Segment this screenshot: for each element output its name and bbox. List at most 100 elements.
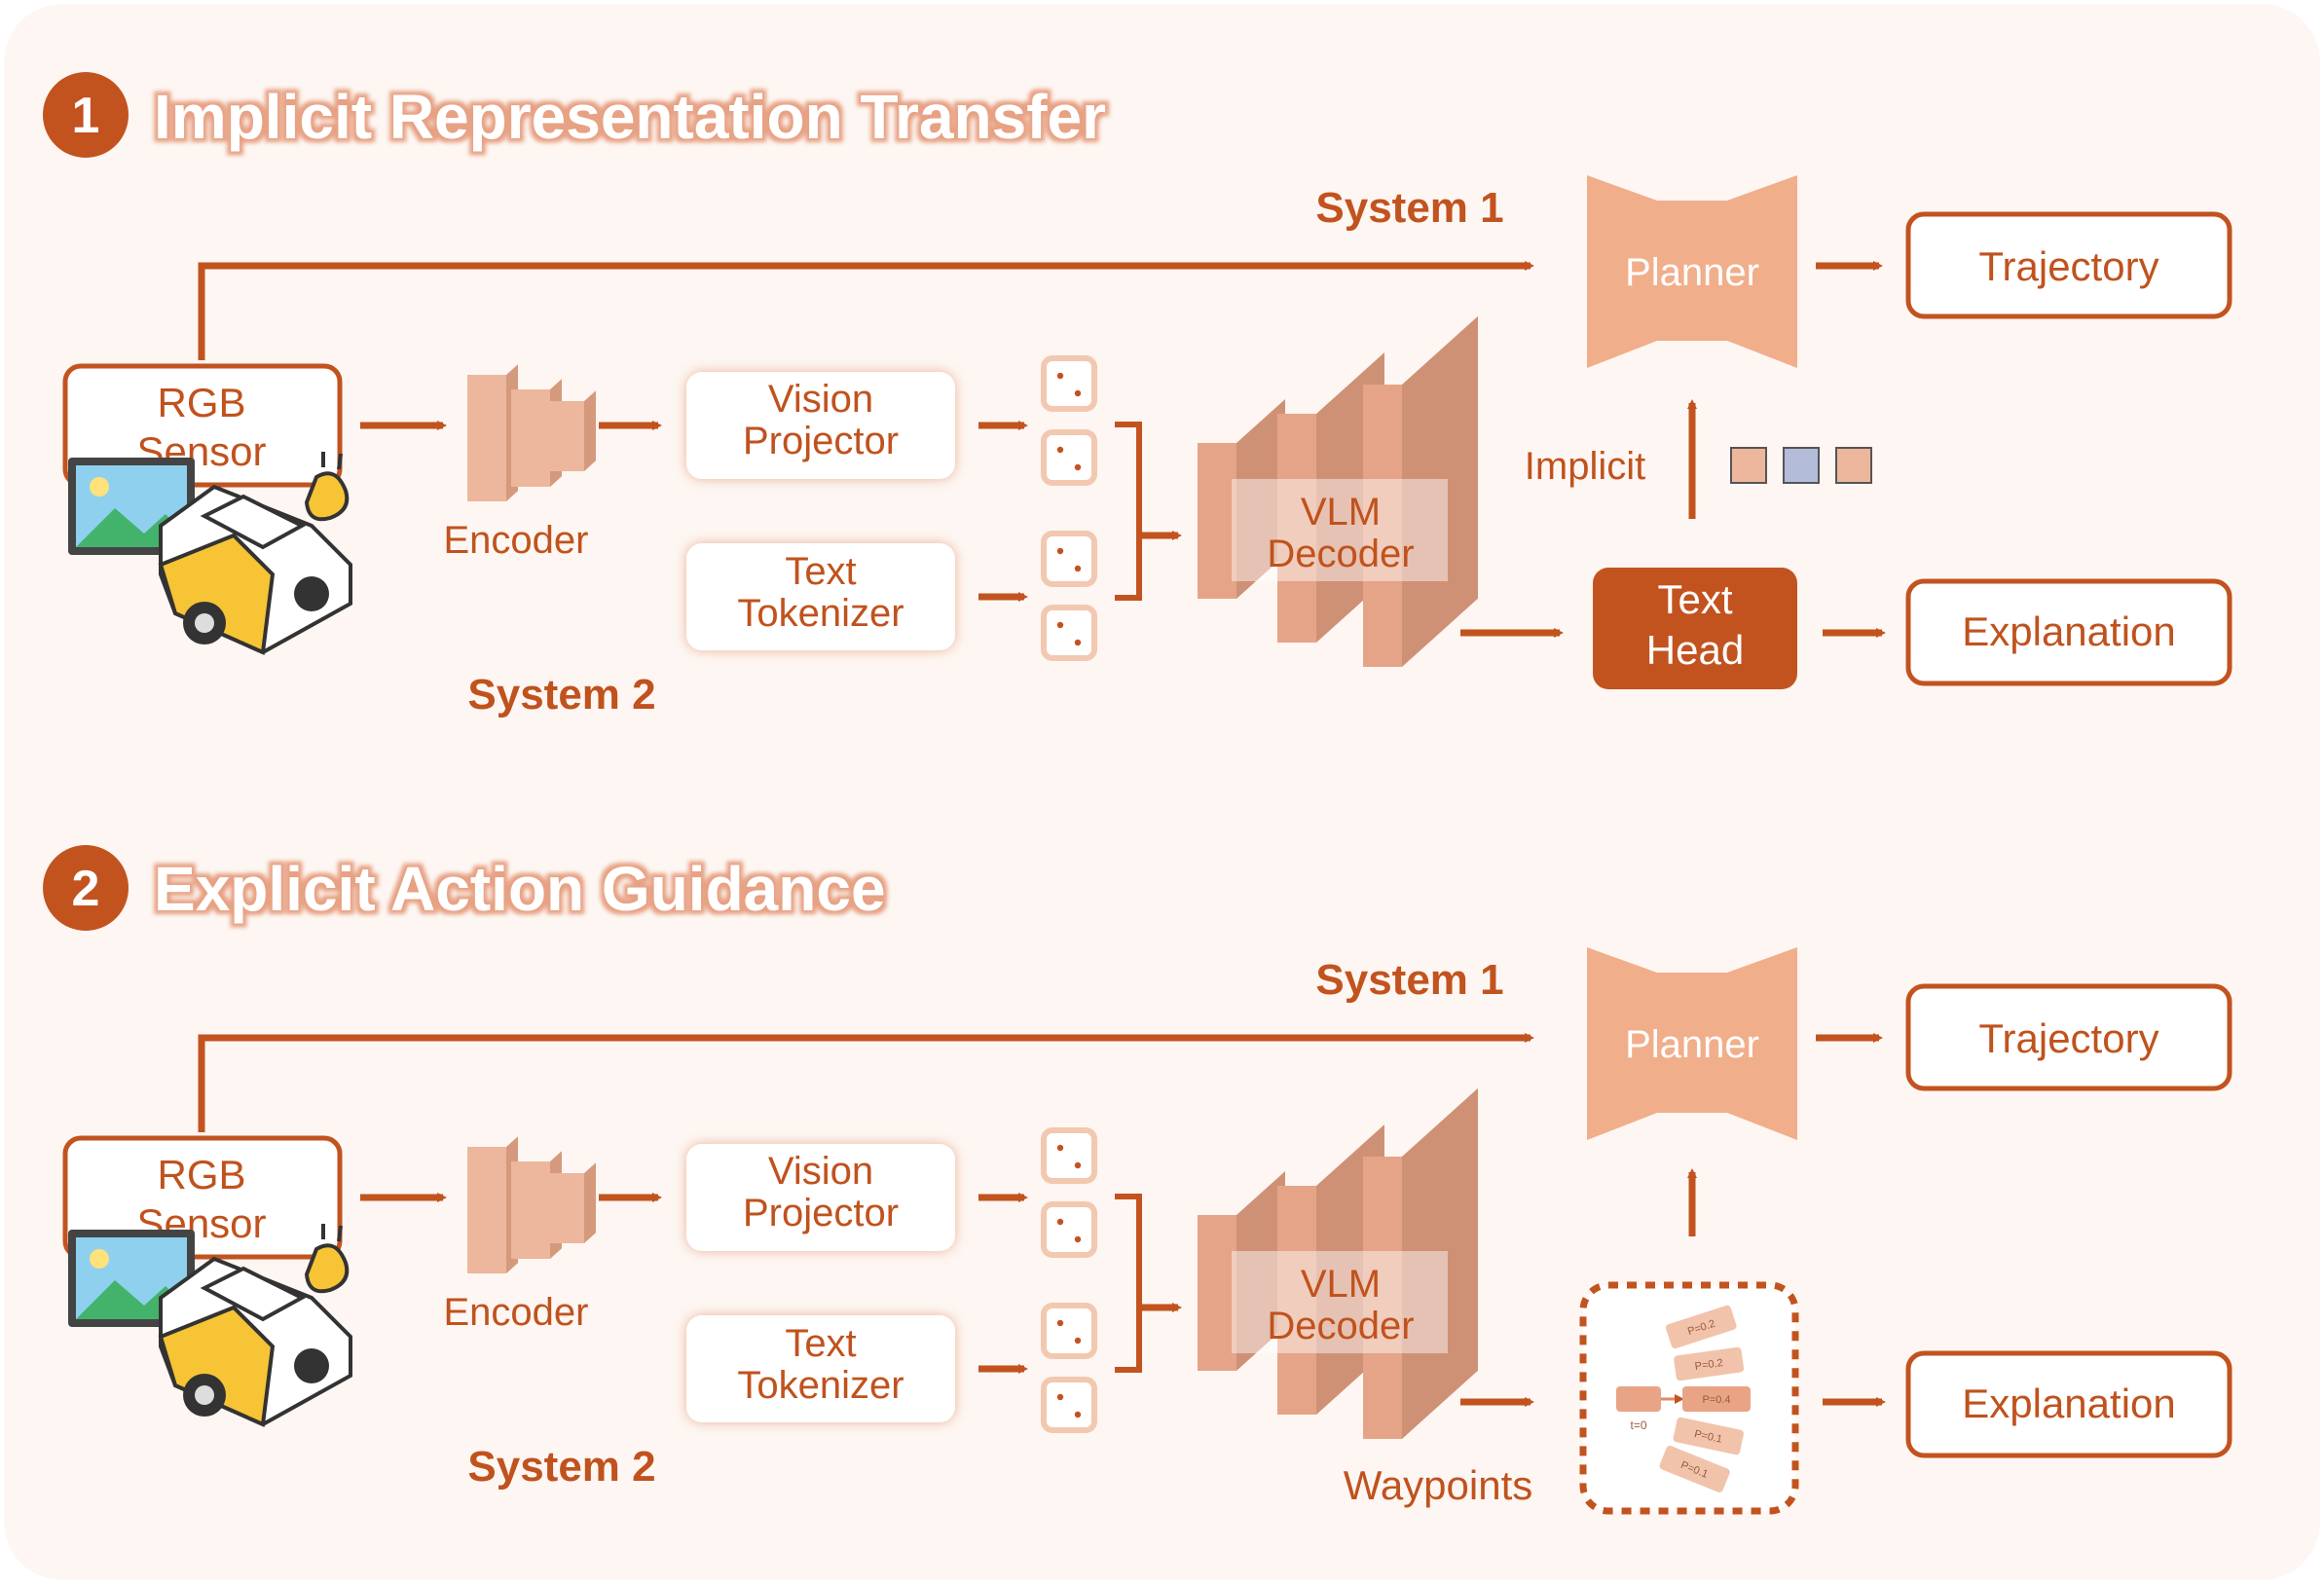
planner-label: Planner [1625,1023,1759,1066]
vlm-decoder-label: VLM [1301,1263,1381,1306]
waypoint-probability: P=0.1 [1693,1428,1723,1446]
car-camera-icon [68,1224,352,1427]
token-cell [1041,1377,1097,1433]
text-token [1041,1377,1097,1433]
system2-label: System 2 [467,1443,655,1491]
waypoint-candidate-box [1666,1305,1737,1349]
section-implicit-representation: 1 Implicit Representation Transfer Syste… [43,72,2232,718]
layer-side [1236,399,1285,599]
system1-label: System 1 [1315,184,1503,232]
vlm-layer [1363,315,1478,667]
waypoint-candidate: P=0.1 [1673,1417,1744,1455]
vlm-layer [1198,399,1285,599]
encoder-label: Encoder [444,1291,589,1334]
token-dot [1074,565,1082,572]
token-dot [1056,446,1064,454]
trajectory-label: Trajectory [1978,1015,2158,1061]
trajectory-label: Trajectory [1978,243,2158,289]
text-tokenizer-label: Text [785,550,856,593]
system2-label: System 2 [467,671,655,718]
token-dot [1074,1411,1082,1418]
text-token [1041,1303,1097,1359]
token-cell [1041,605,1097,661]
text-tokenizer-box [686,543,955,650]
text-head-label: Head [1646,627,1744,673]
layer-face [467,375,506,501]
rgb-sensor-label: RGB [157,380,245,425]
waypoint-candidate: P=0.1 [1659,1445,1730,1492]
waypoint-candidate: P=0.4 [1682,1386,1751,1412]
layer-side [584,1162,596,1243]
planner-shape [1587,175,1797,368]
vlm-layer [1198,1171,1285,1371]
explanation-label: Explanation [1962,1381,2176,1426]
wheel-hub [195,613,214,633]
vision-token [1041,1127,1097,1184]
token-cell [1041,1201,1097,1258]
token-dot [1074,1337,1082,1345]
vision-projector-label: Vision [768,378,873,421]
car-front [158,1305,276,1427]
text-tokenizer-label: Text [785,1322,856,1365]
wheel [294,576,329,611]
plug-icon [304,1243,350,1294]
token-dot [1074,463,1082,471]
plug-pin [337,453,343,470]
token-cell [1041,1127,1097,1184]
vision-projector-box [686,372,955,479]
token-cell [1041,429,1097,486]
implicit-label: Implicit [1525,445,1645,488]
wheel [294,1348,329,1383]
explanation-box [1905,578,2232,686]
plug-pin [337,1225,343,1242]
section-title: Implicit Representation Transfer [154,82,1106,152]
car-window [200,494,307,550]
token-dot [1056,547,1064,555]
token-dot [1074,1235,1082,1243]
waypoint-start-label: t=0 [1630,1418,1646,1432]
waypoints-inset: t=0P=0.2P=0.2P=0.4P=0.1P=0.1 [1579,1281,1799,1515]
sun-icon [90,1249,109,1269]
layer-face [1198,443,1236,599]
waypoint-probability: P=0.2 [1694,1357,1723,1373]
section-explicit-action: 2 Explicit Action Guidance System 1RGBSe… [43,845,2232,1515]
section-number: 2 [72,861,100,917]
planner-block: Planner [1587,175,1797,368]
latent-token [1783,447,1820,484]
text-tokenizer-label: Tokenizer [737,1364,904,1407]
vlm-decoder-label: Decoder [1267,533,1414,575]
vlm-layer [1363,1087,1478,1439]
vision-token [1041,429,1097,486]
planner-block: Planner [1587,947,1797,1140]
token-cell [1041,1303,1097,1359]
token-bracket [1115,1194,1142,1373]
car-camera-icon [68,452,352,655]
layer-face [1363,1157,1402,1439]
token-cell [1041,355,1097,412]
layer-side [1402,1087,1478,1439]
rgb-sensor-box [62,1135,343,1260]
vlm-label-plate [1232,479,1448,581]
encoder-layer [545,390,596,471]
trajectory-box [1905,983,2232,1091]
text-tokenizer-box [686,1315,955,1422]
waypoint-candidate-box [1674,1346,1745,1381]
waypoint-candidate-box [1682,1386,1751,1412]
text-tokenizer-label: Tokenizer [737,592,904,635]
text-token [1041,531,1097,587]
vision-projector-label: Vision [768,1150,873,1193]
encoder-layer [467,364,518,501]
layer-face [1363,385,1402,667]
layer-side [1236,1171,1285,1371]
section-number: 1 [72,88,100,144]
sun-icon [90,477,109,497]
encoder-layer [467,1136,518,1273]
text-head-label: Text [1657,576,1732,622]
token-cell [1041,531,1097,587]
system1-arrow [198,261,1534,360]
layer-face [545,1173,584,1243]
token-dot [1056,372,1064,380]
section-number-badge [43,72,129,158]
system1-arrow [198,1033,1534,1132]
